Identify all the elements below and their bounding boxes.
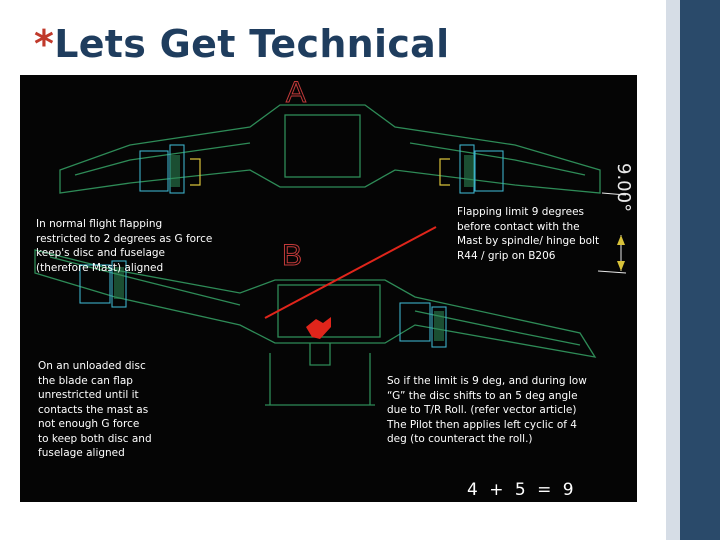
note-line: R44 / grip on B206 [457, 249, 556, 262]
note-line: the blade can flap [38, 374, 133, 387]
title-star: * [34, 22, 55, 66]
note-normal-flight: In normal flight flapping restricted to … [36, 217, 212, 275]
note-line: Flapping limit 9 degrees [457, 206, 585, 218]
hub-b-bearing-right-2 [431, 306, 447, 348]
label-b: B [282, 239, 302, 272]
dimension-label: 9.00° [613, 163, 634, 212]
note-line: unrestricted until it [38, 389, 139, 401]
note-line: to keep both disc and [38, 432, 152, 445]
note-line: before contact with the [457, 220, 580, 233]
note-line: So if the limit is 9 deg, and during low [387, 375, 587, 387]
note-line: deg (to counteract the roll.) [387, 433, 533, 445]
hub-b-fill-left [114, 267, 124, 299]
hub-b-bearing-left [79, 264, 111, 304]
hub-a-yellow-right [439, 158, 450, 186]
label-a: A [286, 76, 306, 109]
hub-a-fill-left [170, 155, 180, 187]
hub-a-bearing-right [474, 150, 504, 192]
contact-point-marker [306, 317, 331, 339]
hub-a-outline [59, 104, 601, 194]
contact-arrow-line [264, 226, 437, 319]
note-line: due to T/R Roll. (refer vector article) [387, 404, 577, 416]
hub-b-bearing-right [399, 302, 431, 342]
title-text: Lets Get Technical [54, 22, 450, 66]
hub-b-bearing-left-2 [111, 260, 127, 308]
note-line: fuselage aligned [38, 447, 125, 459]
hub-b-center-block [277, 284, 381, 338]
note-line: contacts the mast as [38, 403, 149, 416]
hub-a-yellow-left [190, 158, 201, 186]
note-limit-example: So if the limit is 9 deg, and during low… [387, 374, 587, 447]
equation-text: 4 + 5 = 9 [467, 480, 577, 500]
dimension-arrow-down [617, 261, 625, 271]
slide-title: *Lets Get Technical [34, 22, 449, 66]
note-line: The Pilot then applies left cyclic of 4 [387, 418, 577, 431]
note-line: (therefore Mast) aligned [36, 261, 164, 274]
dimension-arrow-up [617, 235, 625, 245]
dimension-line-bottom [597, 270, 627, 274]
hub-a-center-block [284, 114, 361, 178]
note-line: restricted to 2 degrees as G force [36, 232, 213, 245]
hub-a-inner-line [74, 142, 586, 176]
note-line: keep's disc and fuselage [36, 247, 165, 259]
dimension-line-top [601, 192, 627, 196]
side-accent-dark [680, 0, 720, 540]
hub-b-outline [34, 249, 597, 358]
side-accent-light [666, 0, 680, 540]
note-unloaded-disc: On an unloaded disc the blade can flap u… [38, 359, 152, 461]
hub-a-bearing-left [139, 150, 169, 192]
note-line: not enough G force [38, 418, 140, 430]
hub-b-fill-right [434, 311, 444, 341]
note-line: “G” the disc shifts to an 5 deg angle [387, 389, 578, 402]
note-line: In normal flight flapping [36, 218, 163, 230]
hub-diagram: A B 9.00° In normal flight flapping rest… [20, 75, 637, 502]
note-line: On an unloaded disc [38, 360, 146, 372]
hub-a-fill-right [464, 155, 474, 187]
note-flapping-limit: Flapping limit 9 degrees before contact … [457, 205, 599, 263]
mast-outline [265, 343, 375, 406]
rotor-hub-drawing: A B 9.00° [34, 76, 634, 406]
note-line: Mast by spindle/ hinge bolt [457, 235, 600, 247]
